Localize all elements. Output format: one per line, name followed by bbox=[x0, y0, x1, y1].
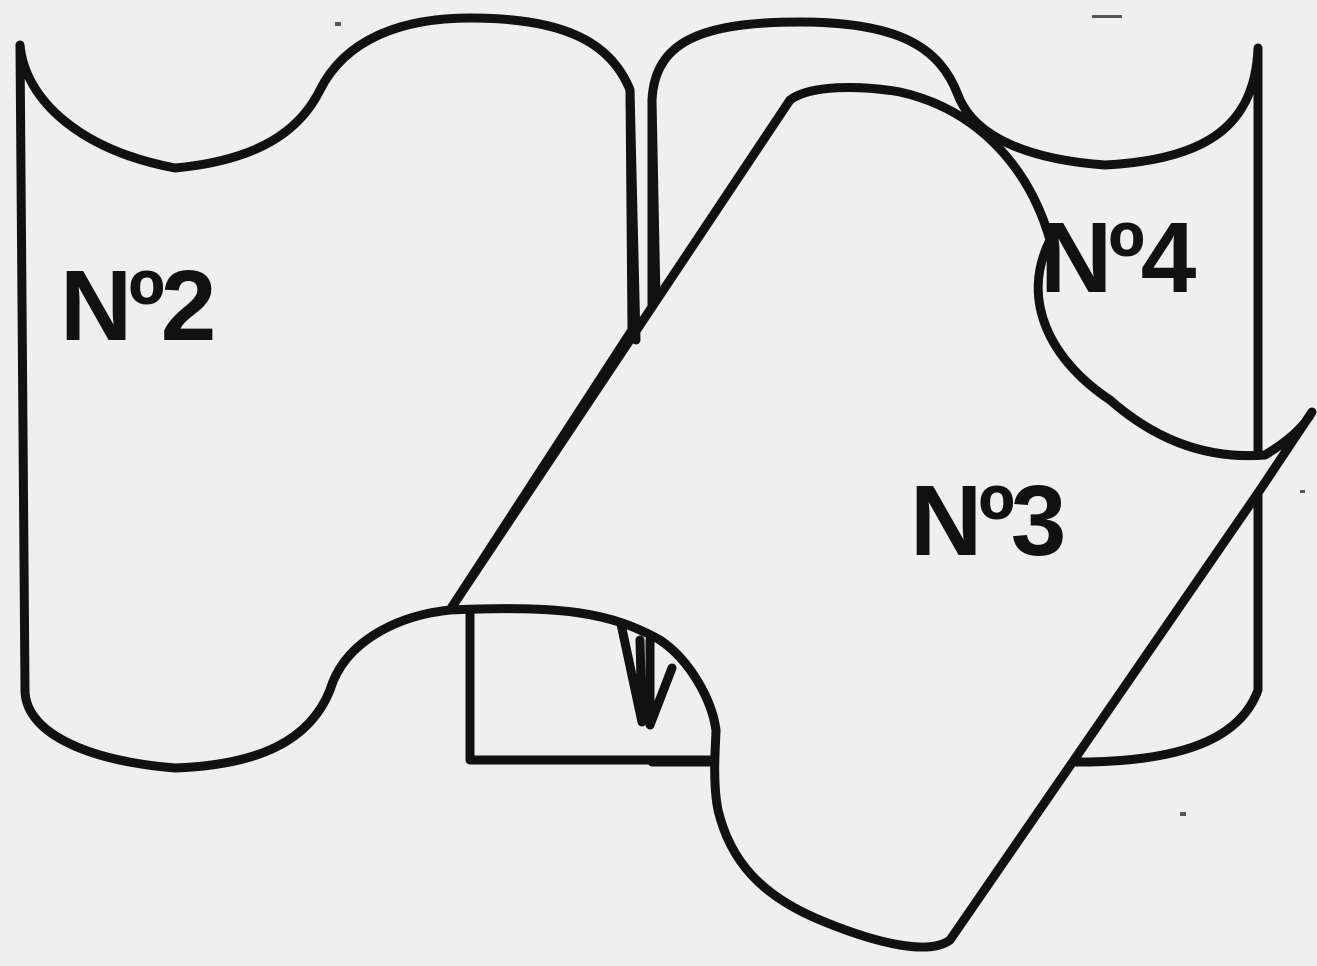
center-seam-right bbox=[652, 100, 656, 300]
label-no2: Nº2 bbox=[60, 250, 213, 362]
label-no3: Nº3 bbox=[910, 465, 1063, 577]
label-no4: Nº4 bbox=[1040, 202, 1197, 314]
center-seam-left bbox=[630, 90, 636, 340]
